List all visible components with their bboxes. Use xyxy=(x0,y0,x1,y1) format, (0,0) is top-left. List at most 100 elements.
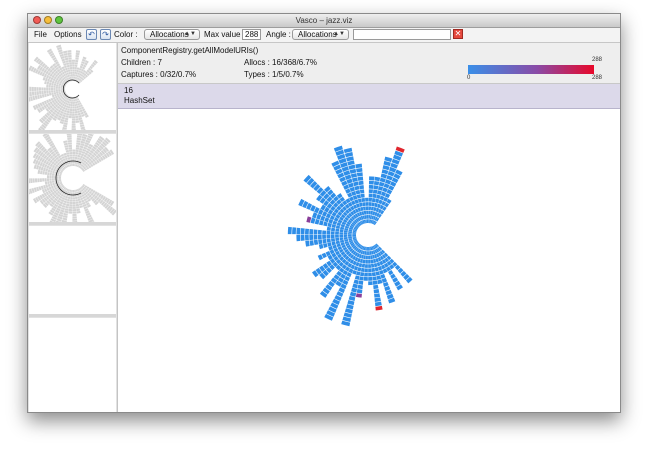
sunburst-segment[interactable] xyxy=(43,197,48,202)
sunburst-segment[interactable] xyxy=(310,180,318,189)
sunburst-segment[interactable] xyxy=(373,207,377,212)
sunburst-segment[interactable] xyxy=(55,66,59,71)
sunburst-segment[interactable] xyxy=(343,230,348,233)
sunburst-segment[interactable] xyxy=(46,87,49,91)
sunburst-segment[interactable] xyxy=(53,87,56,91)
sunburst-segment[interactable] xyxy=(358,244,362,248)
sunburst-segment[interactable] xyxy=(359,276,364,281)
sunburst-segment[interactable] xyxy=(386,255,392,261)
sunburst-segment[interactable] xyxy=(38,87,42,91)
sunburst-segment[interactable] xyxy=(66,72,69,75)
sunburst-segment[interactable] xyxy=(58,100,62,104)
sunburst-segment[interactable] xyxy=(77,154,81,158)
sunburst-segment[interactable] xyxy=(67,142,72,145)
sunburst-segment[interactable] xyxy=(60,193,64,197)
sunburst-segment[interactable] xyxy=(51,82,54,86)
sunburst-segment[interactable] xyxy=(56,178,59,180)
sunburst-segment[interactable] xyxy=(49,189,54,193)
sunburst-segment[interactable] xyxy=(394,264,401,271)
sunburst-segment[interactable] xyxy=(79,76,82,79)
sunburst-segment[interactable] xyxy=(356,223,360,228)
sunburst-segment[interactable] xyxy=(53,83,57,86)
sunburst-segment[interactable] xyxy=(355,224,359,229)
sunburst-segment[interactable] xyxy=(349,225,354,229)
sunburst-segment[interactable] xyxy=(57,194,61,198)
sunburst-segment[interactable] xyxy=(79,73,82,76)
sunburst-segment[interactable] xyxy=(329,215,335,221)
sunburst-segment[interactable] xyxy=(79,195,83,199)
sunburst-segment[interactable] xyxy=(75,144,80,148)
sunburst-segment[interactable] xyxy=(105,152,110,158)
sunburst-segment[interactable] xyxy=(69,154,73,157)
sunburst-segment[interactable] xyxy=(386,175,393,181)
sunburst-segment[interactable] xyxy=(34,91,37,96)
sunburst-segment[interactable] xyxy=(80,186,84,189)
sunburst-segment[interactable] xyxy=(60,88,63,90)
sunburst-segment[interactable] xyxy=(41,94,45,98)
sunburst-segment[interactable] xyxy=(83,166,87,170)
sunburst-segment[interactable] xyxy=(345,188,351,194)
sunburst-segment[interactable] xyxy=(29,91,32,97)
sunburst-segment[interactable] xyxy=(338,287,345,294)
sunburst-segment[interactable] xyxy=(103,153,108,159)
sunburst-segment[interactable] xyxy=(85,71,89,75)
sunburst-segment[interactable] xyxy=(79,119,83,123)
sunburst-segment[interactable] xyxy=(43,69,47,74)
sunburst-segment[interactable] xyxy=(35,104,39,110)
sunburst-segment[interactable] xyxy=(357,207,362,212)
sunburst-segment[interactable] xyxy=(335,225,341,229)
sunburst-segment[interactable] xyxy=(67,74,70,78)
sunburst-segment[interactable] xyxy=(322,230,327,235)
maxvalue-input[interactable]: 288 xyxy=(242,29,261,40)
sunburst-segment[interactable] xyxy=(344,308,353,314)
sunburst-segment[interactable] xyxy=(342,316,352,323)
sunburst-segment[interactable] xyxy=(71,116,76,119)
sunburst-segment[interactable] xyxy=(63,76,66,80)
sunburst-segment[interactable] xyxy=(351,222,356,226)
sunburst-segment[interactable] xyxy=(339,239,345,244)
sunburst-segment[interactable] xyxy=(70,104,73,107)
sunburst-segment[interactable] xyxy=(72,189,75,193)
color-select[interactable]: Allocations ▲▼ xyxy=(144,29,200,40)
sunburst-segment[interactable] xyxy=(339,232,344,235)
sunburst-segment[interactable] xyxy=(373,244,377,249)
sunburst-segment[interactable] xyxy=(349,217,354,222)
sunburst-segment[interactable] xyxy=(361,197,366,203)
sunburst-segment[interactable] xyxy=(354,185,360,191)
sunburst-segment[interactable] xyxy=(50,85,54,88)
sunburst-segment[interactable] xyxy=(348,229,353,232)
sunburst-segment[interactable] xyxy=(333,202,339,208)
sunburst-segment[interactable] xyxy=(68,76,71,80)
sunburst-segment[interactable] xyxy=(106,205,112,211)
sunburst-segment[interactable] xyxy=(63,104,67,108)
sunburst-segment[interactable] xyxy=(328,245,333,251)
sunburst-segment[interactable] xyxy=(57,65,62,69)
sunburst-segment[interactable] xyxy=(75,164,78,167)
sunburst-segment[interactable] xyxy=(56,179,60,182)
sunburst-segment[interactable] xyxy=(46,200,51,205)
sunburst-segment[interactable] xyxy=(34,86,37,92)
sunburst-segment[interactable] xyxy=(39,61,44,66)
sunburst-segment[interactable] xyxy=(390,273,396,280)
sunburst-segment[interactable] xyxy=(381,200,386,206)
sunburst-segment[interactable] xyxy=(51,161,55,165)
sunburst-segment[interactable] xyxy=(352,233,357,235)
sunburst-segment[interactable] xyxy=(77,162,81,165)
sunburst-segment[interactable] xyxy=(63,73,66,77)
sunburst-segment[interactable] xyxy=(357,176,364,181)
sunburst-segment[interactable] xyxy=(355,218,360,223)
sunburst-segment[interactable] xyxy=(368,215,371,219)
sunburst-segment[interactable] xyxy=(79,109,83,113)
sunburst-segment[interactable] xyxy=(335,258,342,265)
sunburst-segment[interactable] xyxy=(379,260,384,266)
sunburst-segment[interactable] xyxy=(313,234,318,240)
sunburst-segment[interactable] xyxy=(42,203,48,208)
sunburst-segment[interactable] xyxy=(62,94,65,97)
sunburst-segment[interactable] xyxy=(76,67,80,70)
sunburst-segment[interactable] xyxy=(86,204,91,208)
sunburst-segment[interactable] xyxy=(48,87,51,91)
sunburst-segment[interactable] xyxy=(54,166,57,170)
sunburst-segment[interactable] xyxy=(90,196,94,200)
sunburst-segment[interactable] xyxy=(332,220,338,225)
sunburst-segment[interactable] xyxy=(73,76,76,79)
